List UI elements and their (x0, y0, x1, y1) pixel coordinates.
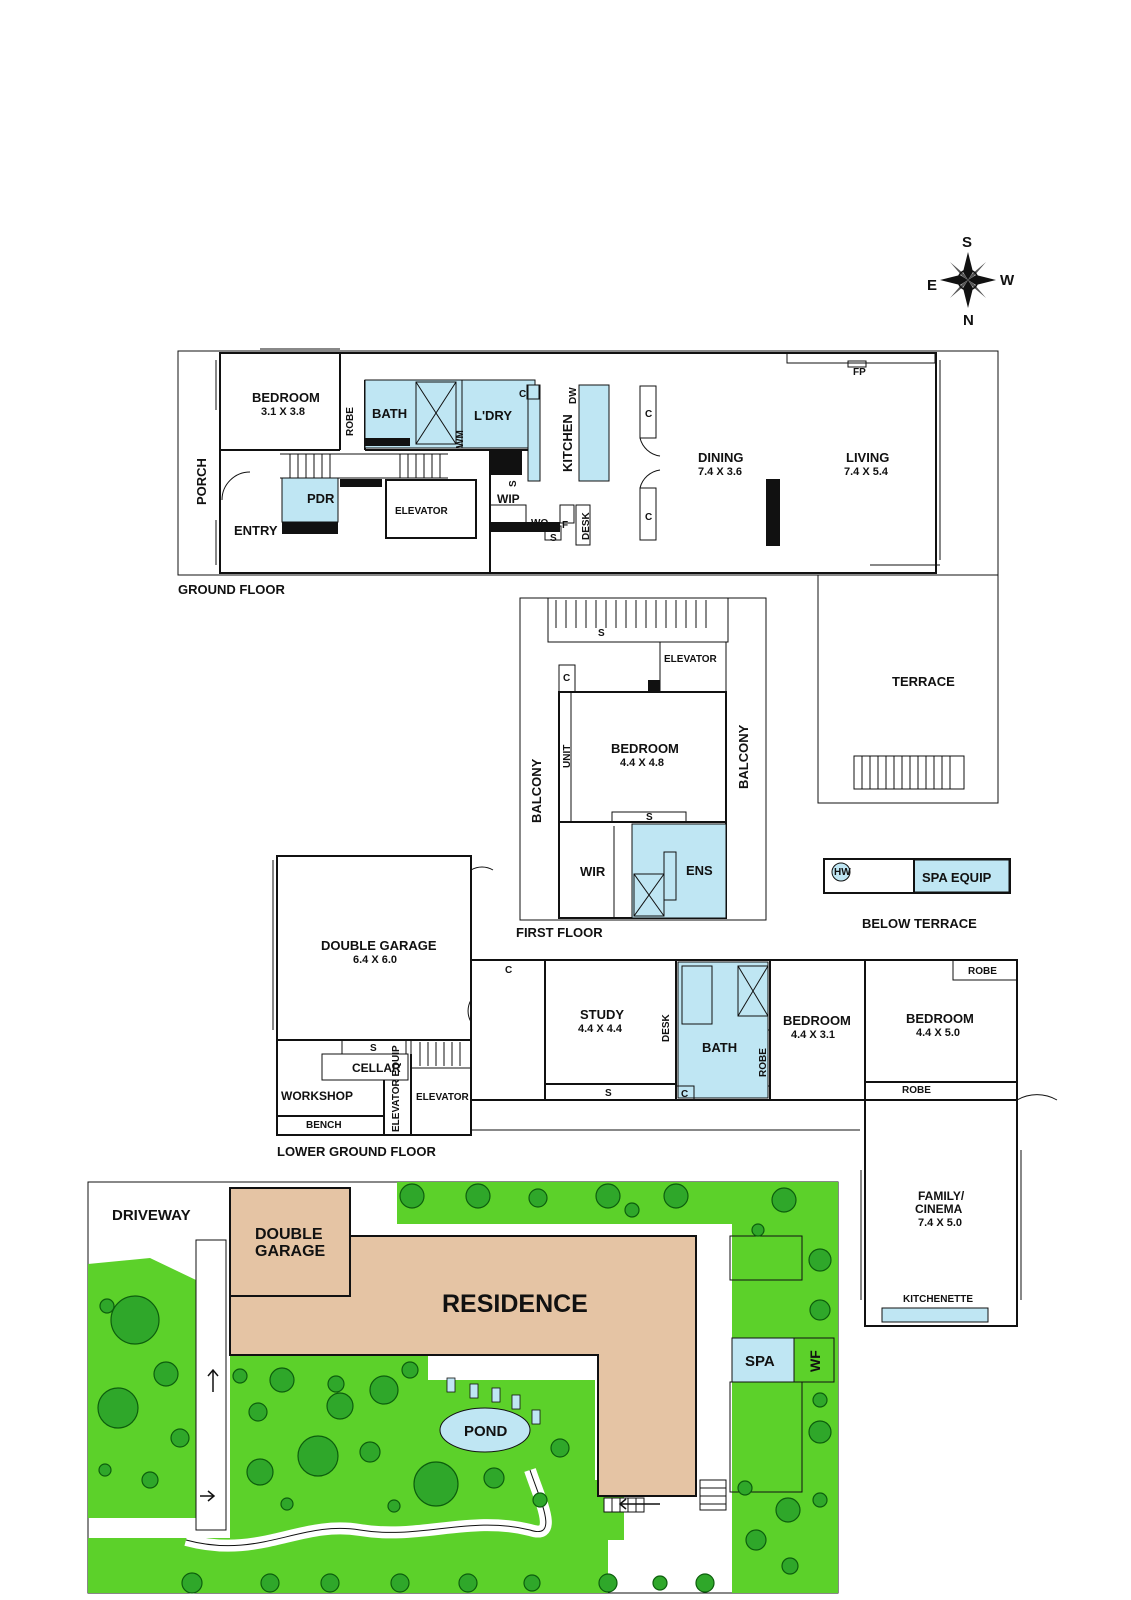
lg-s: S (370, 1043, 377, 1054)
site-double: DOUBLE (255, 1226, 323, 1243)
ff-elevator: ELEVATOR (664, 654, 718, 665)
lg-desk: DESK (661, 1013, 672, 1042)
lg-cinema: CINEMA (915, 1202, 963, 1216)
ff-c: C (563, 673, 570, 684)
lg-bench: BENCH (306, 1120, 342, 1131)
ff-balcony-right: BALCONY (736, 724, 751, 789)
site-residence: RESIDENCE (442, 1290, 588, 1318)
ff-unit: UNIT (562, 745, 573, 768)
gf-wo: WO (531, 518, 548, 529)
lg-elevator: ELEVATOR (416, 1092, 470, 1103)
lg-study: STUDY (580, 1007, 624, 1022)
compass-n: N (963, 312, 974, 329)
ff-bedroom: BEDROOM (611, 741, 679, 756)
gf-ldry: L'DRY (474, 408, 512, 423)
lower-ground-plan: DOUBLE GARAGE 6.4 X 6.0 S CELLAR WORKSHO… (272, 855, 1058, 1327)
gf-wm: WM (455, 430, 466, 448)
site-wf: WF (807, 1350, 823, 1372)
ff-s: S (598, 628, 605, 639)
gf-heading: GROUND FLOOR (178, 582, 285, 597)
site-plan: DRIVEWAY DOUBLE GARAGE RESIDENCE SPA WF … (87, 1181, 839, 1594)
gf-fp: FP (853, 367, 866, 378)
ff-wir: WIR (580, 864, 606, 879)
lg-c: C (505, 965, 512, 976)
gf-bedroom: BEDROOM (252, 390, 320, 405)
lg-heading: LOWER GROUND FLOOR (277, 1144, 436, 1159)
gf-pdr: PDR (307, 491, 335, 506)
first-floor-plan: S ELEVATOR C UNIT BEDROOM 4.4 X 4.8 BALC… (516, 597, 767, 940)
lg-family-dim: 7.4 X 5.0 (918, 1217, 962, 1229)
lg-robe1: ROBE (758, 1048, 769, 1077)
gf-porch: PORCH (194, 458, 209, 505)
ground-floor-plan: BEDROOM 3.1 X 3.8 ROBE BATH WM L'DRY C D… (177, 348, 999, 804)
compass-w: W (1000, 272, 1015, 289)
gf-ldry-c: C (519, 389, 526, 400)
lg-kitchenette: KITCHENETTE (903, 1294, 973, 1305)
lg-cellar: CELLAR (352, 1061, 401, 1075)
lg-workshop: WORKSHOP (281, 1089, 353, 1103)
gf-f: F (562, 520, 568, 531)
gf-kitchen: KITCHEN (560, 414, 575, 472)
site-spa: SPA (745, 1353, 775, 1370)
lg-double-garage: DOUBLE GARAGE (321, 938, 437, 953)
lg-bedroom1-dim: 4.4 X 3.1 (791, 1029, 835, 1041)
lg-study-s: S (605, 1088, 612, 1099)
gf-s: S (550, 533, 557, 544)
lg-elevator-equip: ELEVATOR EQUIP (391, 1045, 402, 1132)
bt-heading: BELOW TERRACE (862, 916, 977, 931)
lg-garage-dim: 6.4 X 6.0 (353, 954, 397, 966)
gf-living-dim: 7.4 X 5.4 (844, 466, 889, 478)
gf-wip: WIP (497, 492, 520, 506)
gf-entry: ENTRY (234, 523, 278, 538)
lg-bath-c: C (681, 1089, 688, 1100)
gf-bedroom-dim: 3.1 X 3.8 (261, 406, 305, 418)
site-garage: GARAGE (255, 1243, 326, 1260)
lg-study-dim: 4.4 X 4.4 (578, 1023, 623, 1035)
ff-bedroom-dim: 4.4 X 4.8 (620, 757, 664, 769)
ff-heading: FIRST FLOOR (516, 925, 603, 940)
lg-bath: BATH (702, 1040, 737, 1055)
gf-bath: BATH (372, 406, 407, 421)
gf-desk: DESK (581, 511, 592, 540)
gf-dw: DW (568, 387, 579, 404)
ff-wardrobe-s: S (646, 812, 653, 823)
gf-wip-s: S (508, 480, 519, 487)
lg-robe3: ROBE (902, 1085, 931, 1096)
gf-elevator: ELEVATOR (395, 506, 449, 517)
site-pond: POND (464, 1423, 508, 1440)
bt-hw: HW (834, 867, 851, 878)
ff-balcony-left: BALCONY (529, 758, 544, 823)
site-driveway: DRIVEWAY (112, 1207, 191, 1224)
gf-dining: DINING (698, 450, 744, 465)
compass-e: E (927, 277, 937, 294)
lg-family: FAMILY/ (918, 1189, 965, 1203)
lg-bedroom2: BEDROOM (906, 1011, 974, 1026)
below-terrace-plan: HW SPA EQUIP BELOW TERRACE (823, 858, 1011, 931)
compass-icon: S E W N (927, 234, 1015, 329)
gf-dining-c1: C (645, 409, 652, 420)
gf-dining-c2: C (645, 512, 652, 523)
lg-bedroom1: BEDROOM (783, 1013, 851, 1028)
terrace-label: TERRACE (892, 674, 955, 689)
lg-bedroom2-dim: 4.4 X 5.0 (916, 1027, 960, 1039)
tree-icons (97, 1183, 832, 1594)
gf-living: LIVING (846, 450, 889, 465)
ff-ens: ENS (686, 863, 713, 878)
gf-robe: ROBE (345, 407, 356, 436)
lg-robe2: ROBE (968, 966, 997, 977)
gf-dining-dim: 7.4 X 3.6 (698, 466, 742, 478)
bt-spa-equip: SPA EQUIP (922, 870, 992, 885)
compass-s: S (962, 234, 972, 251)
